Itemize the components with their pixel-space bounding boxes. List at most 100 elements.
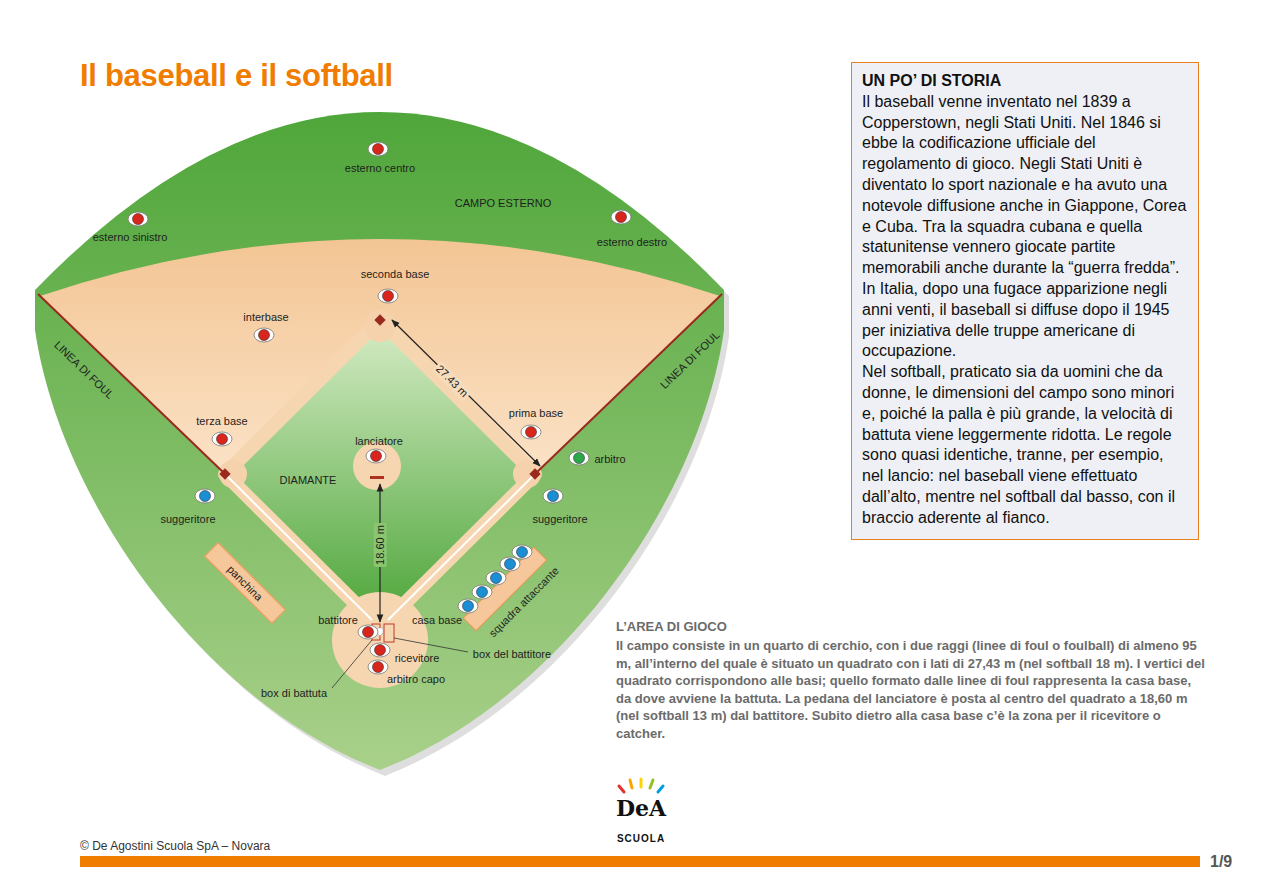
box-heading: UN PO’ DI STORIA (862, 71, 1188, 92)
page-number: 1/9 (1210, 853, 1232, 871)
player-head (373, 144, 384, 155)
player-icon (472, 585, 492, 599)
section-heading: L’AREA DI GIOCO (616, 620, 727, 635)
player-icon (378, 289, 398, 303)
base-paths (225, 320, 535, 628)
position-label: seconda base (361, 268, 430, 281)
position-label: lanciatore (355, 435, 403, 448)
position-label: suggeritore (532, 513, 587, 526)
player-head (363, 627, 374, 638)
position-label: ricevitore (395, 652, 440, 665)
player-icon (458, 599, 478, 613)
player-head (574, 453, 585, 464)
player-body (512, 545, 532, 559)
player-body (128, 212, 148, 226)
player-icon (358, 625, 378, 639)
copyright-note: © De Agostini Scuola SpA – Novara (80, 840, 270, 854)
region-label: DIAMANTE (280, 474, 337, 487)
player-body (458, 599, 478, 613)
position-label: esterno sinistro (93, 231, 168, 244)
player-body (472, 585, 492, 599)
position-label: interbase (243, 311, 288, 324)
box-body: Nel softball, praticato sia da uomini ch… (862, 362, 1188, 528)
player-head (526, 427, 537, 438)
position-label: arbitro capo (387, 673, 445, 686)
player-body (195, 489, 215, 503)
player-head (477, 587, 488, 598)
player-head (383, 291, 394, 302)
position-label: esterno destro (597, 236, 667, 249)
position-label: suggeritore (160, 513, 215, 526)
position-label: prima base (509, 407, 563, 420)
player-body (543, 489, 563, 503)
region-label: CAMPO ESTERNO (455, 197, 552, 210)
player-icon (500, 557, 520, 571)
player-icon (543, 489, 563, 503)
logo-text: DeA (616, 796, 666, 821)
player-body (486, 571, 506, 585)
foul-line (38, 294, 225, 474)
player-head (133, 214, 144, 225)
logo-rays (619, 779, 663, 792)
player-body (368, 660, 388, 674)
player-icon (128, 212, 148, 226)
player-head (371, 451, 382, 462)
player-icon (368, 142, 388, 156)
position-label: terza base (196, 415, 247, 428)
player-icon (521, 425, 541, 439)
player-icon (212, 432, 232, 446)
player-head (463, 601, 474, 612)
leader-line (394, 638, 468, 652)
player-body (569, 451, 589, 465)
player-head (616, 212, 627, 223)
player-head (505, 559, 516, 570)
player-icon (486, 571, 506, 585)
player-icon (368, 660, 388, 674)
outfield-grass (35, 112, 724, 770)
player-head (548, 491, 559, 502)
player-icon (366, 449, 386, 463)
position-label: casa base (412, 614, 462, 627)
player-head (217, 434, 228, 445)
base (219, 468, 230, 479)
part-label: box del battitore (473, 648, 551, 661)
player-body (500, 557, 520, 571)
player-head (259, 330, 270, 341)
batter-box (384, 624, 394, 642)
base (529, 468, 540, 479)
player-body (212, 432, 232, 446)
player-icon (195, 489, 215, 503)
player-head (375, 645, 386, 656)
player-icon (611, 210, 631, 224)
player-body (254, 328, 274, 342)
player-body (368, 142, 388, 156)
player-head (373, 662, 384, 673)
player-body (521, 425, 541, 439)
player-body (611, 210, 631, 224)
part-label: box di battuta (261, 687, 327, 700)
leader-line (332, 640, 372, 688)
box-body: Il baseball venne inventato nel 1839 a C… (862, 92, 1188, 362)
player-body (366, 449, 386, 463)
bottom-bar (80, 856, 1200, 867)
position-label: battitore (318, 614, 358, 627)
dimension-arrow (392, 320, 540, 466)
player-head (200, 491, 211, 502)
player-head (491, 573, 502, 584)
dimension-label: 18.60 m (374, 523, 387, 567)
logo-text: SCUOLA (617, 833, 665, 845)
foul-line (535, 294, 722, 474)
player-head (517, 547, 528, 558)
player-icon (370, 643, 390, 657)
page-title: Il baseball e il softball (80, 58, 393, 94)
player-icon (569, 451, 589, 465)
base (374, 314, 385, 325)
player-body (378, 289, 398, 303)
player-body (370, 643, 390, 657)
player-body (358, 625, 378, 639)
history-box: UN PO’ DI STORIAIl baseball venne invent… (851, 62, 1199, 540)
section-body: Il campo consiste in un quarto di cerchi… (616, 637, 1208, 742)
position-label: esterno centro (345, 162, 415, 175)
player-icon (254, 328, 274, 342)
